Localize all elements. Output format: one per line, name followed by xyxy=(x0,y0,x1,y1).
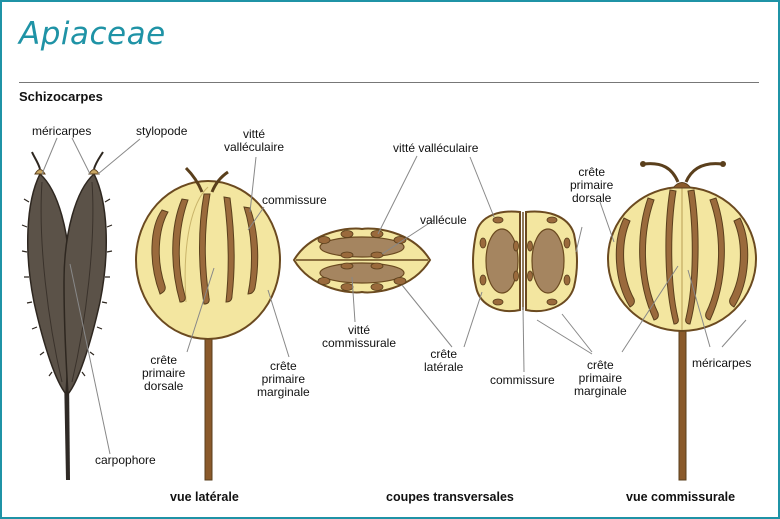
section-subtitle: Schizocarpes xyxy=(19,89,103,104)
page-title: Apiaceae xyxy=(19,16,166,52)
label-commissure-1: commissure xyxy=(262,193,327,207)
commissural-view-fruit xyxy=(536,161,757,481)
transverse-section-flat xyxy=(292,227,432,294)
label-carpophore: carpophore xyxy=(95,453,156,467)
label-vitte-valleculaire-2: vitté valléculaire xyxy=(393,141,479,155)
label-stylopode: stylopode xyxy=(136,124,188,138)
lateral-fruit-body xyxy=(135,180,281,340)
label-mericarpes-right: méricarpes xyxy=(692,356,752,370)
transverse-section-round xyxy=(472,210,578,313)
commissural-pedicel xyxy=(678,329,687,481)
mericarp-right xyxy=(63,172,107,396)
label-commissure-2: commissure xyxy=(490,373,555,387)
elongated-schizocarp xyxy=(21,137,141,480)
caption-commissural-view: vue commissurale xyxy=(626,490,736,504)
caption-lateral-view: vue latérale xyxy=(170,490,239,504)
caption-transverse-sections: coupes transversales xyxy=(386,490,514,504)
lateral-view-fruit xyxy=(135,156,290,481)
label-vallecule: vallécule xyxy=(420,213,467,227)
label-mericarpes-left: méricarpes xyxy=(32,124,92,138)
lateral-pedicel xyxy=(204,331,213,481)
title-divider xyxy=(19,82,759,83)
